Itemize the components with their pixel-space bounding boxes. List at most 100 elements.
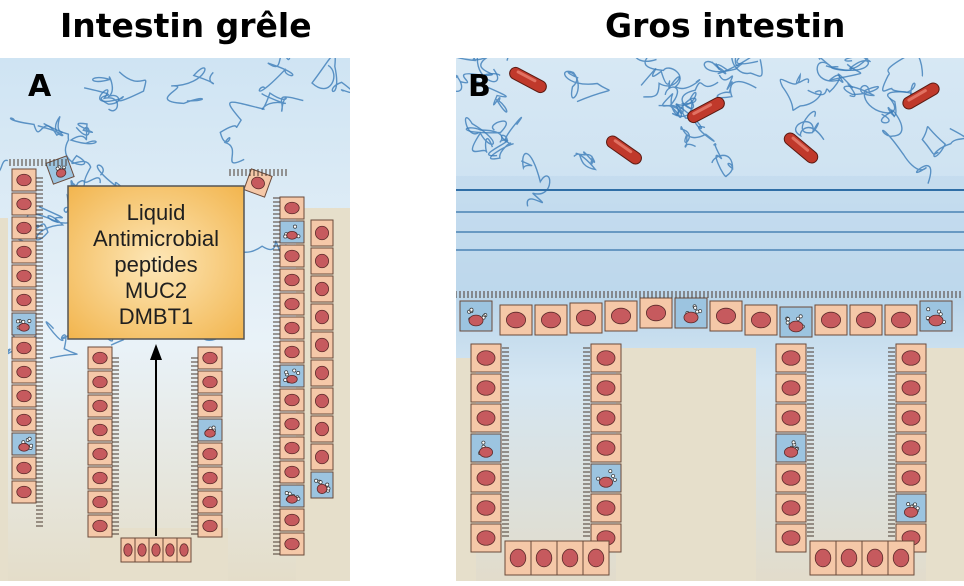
enterocyte-cell [280,197,304,219]
cell-nucleus [317,484,327,493]
enterocyte-cell [815,305,847,335]
cell-nucleus [815,549,831,567]
cell-nucleus [841,549,857,567]
enterocyte-cell [311,360,333,386]
enterocyte-cell [557,541,583,575]
box-line-muc2: MUC2 [125,278,187,303]
enterocyte-cell [888,541,914,575]
enterocyte-cell [88,395,112,417]
cell-nucleus [166,544,174,556]
lamina-propria [926,348,964,581]
cell-nucleus [315,338,328,352]
cell-nucleus [93,400,107,411]
goblet-cell [12,313,36,335]
mucin-granule [787,318,790,321]
cell-nucleus [287,231,298,239]
mucin-granule [609,470,612,473]
cell-nucleus [510,549,526,567]
mucin-granule [16,320,19,323]
microvilli [230,169,286,176]
cell-nucleus [469,315,483,326]
cell-nucleus [285,394,299,405]
enterocyte-cell [311,248,333,274]
cell-nucleus [203,448,217,459]
enterocyte-cell [896,464,926,492]
enterocyte-cell [836,541,862,575]
cell-nucleus [597,441,615,456]
mucin-granule [288,492,291,495]
box-line-antimicrobial: Antimicrobial [93,226,219,251]
panel-b-letter: B [468,69,491,104]
cell-nucleus [315,394,328,408]
goblet-cell [896,494,926,522]
cell-nucleus [751,312,770,328]
mucin-granule [297,371,300,374]
cell-nucleus [902,351,920,366]
enterocyte-cell [311,304,333,330]
mucin-granule [314,479,317,482]
cell-nucleus [782,411,800,426]
panel-a-title: Intestin grêle [60,6,312,45]
mucin-granule [293,225,296,228]
box-line-liquid: Liquid [127,200,186,225]
mucin-granule [326,483,329,486]
cell-nucleus [782,531,800,546]
cell-nucleus [782,501,800,516]
enterocyte-cell [198,395,222,417]
cell-nucleus [506,312,525,328]
enterocyte-cell [12,481,36,503]
enterocyte-cell [280,341,304,363]
cell-nucleus [285,250,299,261]
enterocyte-cell [88,419,112,441]
mucin-granule [694,306,697,309]
enterocyte-cell [12,409,36,431]
mucin-granule [319,481,322,484]
cell-nucleus [203,520,217,531]
enterocyte-cell [280,293,304,315]
enterocyte-cell [88,515,112,537]
enterocyte-cell [88,467,112,489]
panel-b-large-intestine: B [456,58,964,581]
enterocyte-cell [885,305,917,335]
cell-nucleus [17,174,31,185]
enterocyte-cell [12,169,36,191]
enterocyte-cell [471,344,501,372]
cell-nucleus [124,544,132,556]
goblet-cell [12,433,36,455]
enterocyte-cell [12,337,36,359]
cell-nucleus [285,514,299,525]
cell-nucleus [646,305,665,321]
cell-nucleus [17,246,31,257]
cell-nucleus [541,312,560,328]
inner-mucus-layer [456,176,964,296]
cell-nucleus [611,308,630,324]
enterocyte-cell [896,434,926,462]
large-intestine-illustration: B [456,58,964,581]
enterocyte-cell [12,361,36,383]
mucin-granule [696,310,699,313]
goblet-cell [780,307,812,337]
cell-nucleus [17,414,31,425]
cell-nucleus [477,471,495,486]
enterocyte-cell [12,457,36,479]
enterocyte-cell [776,404,806,432]
cell-nucleus [867,549,883,567]
enterocyte-cell [12,385,36,407]
cell-nucleus [17,342,31,353]
enterocyte-cell [88,347,112,369]
enterocyte-cell [12,265,36,287]
cell-nucleus [203,400,217,411]
cell-nucleus [599,477,612,487]
cell-nucleus [597,501,615,516]
goblet-cell [471,434,501,462]
enterocyte-cell [12,289,36,311]
mucin-granule [613,478,616,481]
cell-nucleus [17,486,31,497]
enterocyte-cell [710,301,742,331]
panel-a-letter: A [28,69,52,104]
cell-nucleus [315,282,328,296]
cell-nucleus [902,441,920,456]
goblet-cell [460,301,492,331]
box-line-peptides: peptides [114,252,197,277]
enterocyte-cell [591,404,621,432]
